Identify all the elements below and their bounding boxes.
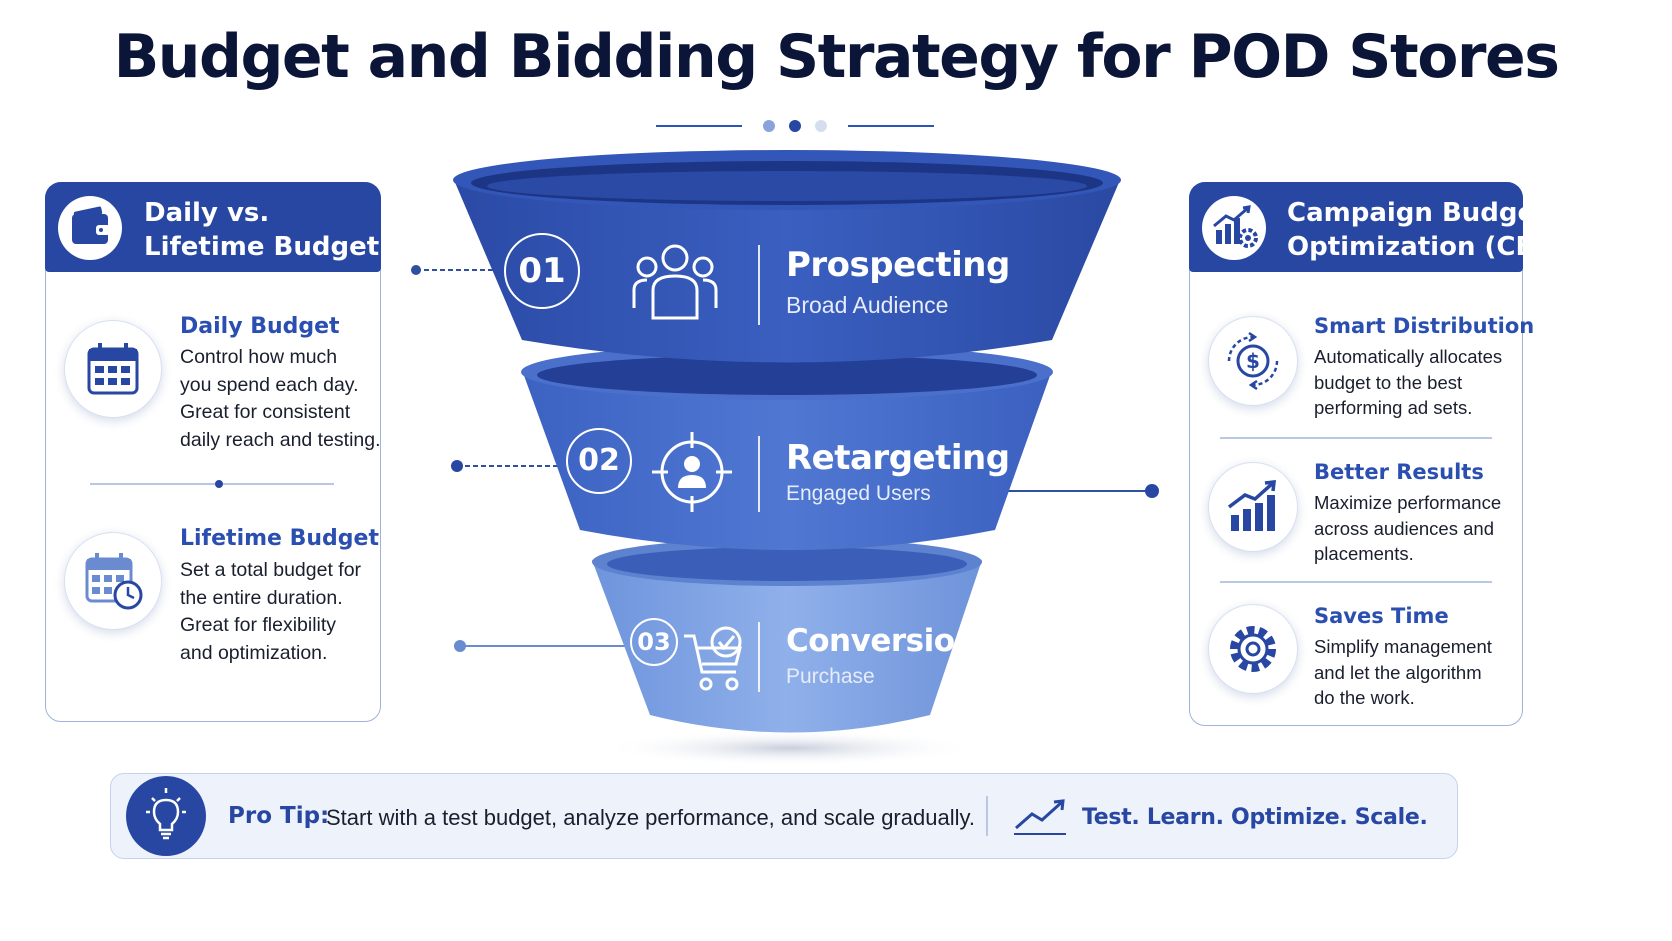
stage-number-03: 03	[630, 618, 678, 666]
pro-tip-motto: Test. Learn. Optimize. Scale.	[1082, 805, 1428, 830]
left-card-title-line: Daily vs.	[144, 198, 270, 228]
stage-title-prospecting: Prospecting	[786, 245, 1010, 285]
stage-number-02: 02	[566, 428, 632, 494]
stage-title-conversion: Conversion	[786, 623, 977, 659]
pro-tip-text: Start with a test budget, analyze perfor…	[326, 805, 975, 830]
svg-text:$: $	[1246, 349, 1260, 373]
pro-tip-bar	[110, 773, 1458, 859]
text-line: across audiences and	[1314, 517, 1494, 539]
right-card-title: Campaign Budget Optimization (CBO)	[1287, 196, 1569, 264]
right-card-title-line: Optimization (CBO)	[1287, 232, 1570, 262]
chart-gear-icon	[1202, 196, 1266, 260]
lightbulb-icon	[126, 776, 206, 856]
growth-chart-icon	[1208, 462, 1298, 552]
item-title-saves-time: Saves Time	[1314, 604, 1449, 628]
calendar-icon	[64, 320, 162, 418]
divider-dot	[789, 120, 801, 132]
left-card-title: Daily vs. Lifetime Budget	[144, 196, 379, 264]
stage-subtitle-prospecting: Broad Audience	[786, 292, 949, 318]
title-divider-left	[656, 125, 742, 127]
text-line: do the work.	[1314, 687, 1415, 708]
item-text-saves-time: Simplify management and let the algorith…	[1314, 634, 1492, 711]
separator-dot	[215, 480, 223, 488]
calendar-clock-icon	[64, 532, 162, 630]
users-group-icon	[632, 244, 718, 320]
item-title-lifetime-budget: Lifetime Budget	[180, 526, 379, 551]
stage-divider	[758, 436, 760, 512]
item-text-smart-distribution: Automatically allocates budget to the be…	[1314, 344, 1502, 421]
target-user-icon	[652, 432, 732, 512]
text-line: performing ad sets.	[1314, 397, 1473, 418]
item-text-daily-budget: Control how much you spend each day. Gre…	[180, 344, 381, 454]
text-line: and optimization.	[180, 641, 328, 664]
stage-subtitle-retargeting: Engaged Users	[786, 482, 931, 505]
left-info-card	[45, 182, 381, 722]
item-title-smart-distribution: Smart Distribution	[1314, 314, 1535, 338]
wallet-icon	[58, 196, 122, 260]
tip-divider	[986, 796, 988, 836]
text-line: Great for flexibility	[180, 614, 337, 636]
stage-number-01: 01	[504, 233, 580, 309]
stage-divider	[758, 622, 760, 692]
funnel-graphic	[453, 150, 1121, 766]
stage-divider	[758, 245, 760, 325]
text-line: budget to the best	[1314, 371, 1463, 393]
item-title-better-results: Better Results	[1314, 460, 1484, 484]
item-text-better-results: Maximize performance across audiences an…	[1314, 490, 1501, 567]
right-card-separator	[1220, 581, 1492, 583]
right-card-title-line: Campaign Budget	[1287, 198, 1548, 228]
left-card-title-line: Lifetime Budget	[144, 232, 380, 262]
text-line: Maximize performance	[1314, 492, 1502, 513]
text-line: Set a total budget for	[180, 559, 362, 581]
trend-up-icon	[1014, 799, 1066, 835]
stage-title-retargeting: Retargeting	[786, 438, 1010, 478]
stage-subtitle-conversion: Purchase	[786, 665, 875, 688]
text-line: Control how much	[180, 346, 338, 368]
title-divider-right	[848, 125, 934, 127]
text-line: placements.	[1314, 543, 1414, 564]
pro-tip-label: Pro Tip:	[228, 803, 330, 829]
gear-icon	[1208, 604, 1298, 694]
text-line: Automatically allocates	[1314, 346, 1503, 367]
cart-check-icon	[684, 626, 742, 691]
item-title-daily-budget: Daily Budget	[180, 314, 340, 339]
divider-dot	[763, 120, 775, 132]
text-line: daily reach and testing.	[180, 428, 381, 451]
text-line: the entire duration.	[180, 586, 343, 609]
divider-dot	[815, 120, 827, 132]
text-line: you spend each day.	[180, 373, 359, 396]
right-card-separator	[1220, 437, 1492, 439]
page-title: Budget and Bidding Strategy for POD Stor…	[113, 22, 1560, 92]
left-card-separator	[90, 483, 334, 485]
item-text-lifetime-budget: Set a total budget for the entire durati…	[180, 557, 361, 667]
text-line: Great for consistent	[180, 401, 351, 423]
text-line: and let the algorithm	[1314, 661, 1482, 683]
text-line: Simplify management	[1314, 636, 1492, 657]
dollar-cycle-icon: $	[1208, 316, 1298, 406]
